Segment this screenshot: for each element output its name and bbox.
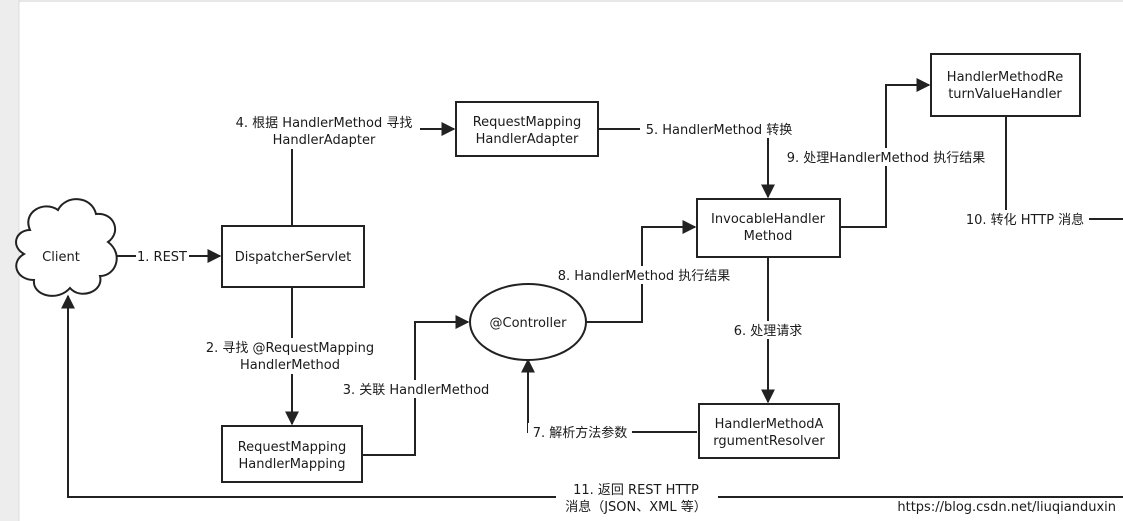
edge-7-resolve-args	[521, 358, 697, 433]
svg-text:11. 返回 REST HTTP: 11. 返回 REST HTTP	[573, 483, 699, 498]
node-dispatcher-servlet: DispatcherServlet	[221, 225, 365, 288]
edge-7-label: 7. 解析方法参数	[528, 423, 632, 441]
edge-11-return-rest	[61, 294, 1123, 498]
edge-5-convert	[598, 128, 775, 199]
svg-text:RequestMapping: RequestMapping	[238, 440, 347, 455]
left-gutter	[0, 0, 19, 521]
edge-4-label: 4. 根据 HandlerMethod 寻找 HandlerAdapter	[228, 113, 420, 149]
svg-text:turnValueHandler: turnValueHandler	[948, 87, 1062, 102]
node-controller: @Controller	[469, 283, 587, 361]
svg-text:HandlerMethodRe: HandlerMethodRe	[947, 70, 1063, 85]
svg-text:消息（JSON、XML 等）: 消息（JSON、XML 等）	[565, 499, 707, 515]
edge-6-label: 6. 处理请求	[730, 321, 806, 339]
watermark: https://blog.csdn.net/liuqianduxin	[897, 500, 1116, 515]
svg-text:2. 寻找 @RequestMapping: 2. 寻找 @RequestMapping	[206, 341, 374, 356]
node-handler-mapping: RequestMapping HandlerMapping	[221, 425, 363, 483]
svg-text:@Controller: @Controller	[490, 316, 568, 331]
svg-text:6. 处理请求: 6. 处理请求	[734, 324, 803, 339]
svg-text:RequestMapping: RequestMapping	[473, 115, 582, 130]
svg-text:1. REST: 1. REST	[137, 250, 187, 265]
svg-text:HandlerAdapter: HandlerAdapter	[476, 132, 579, 147]
cloud-shape	[15, 198, 118, 297]
svg-text:5. HandlerMethod 转换: 5. HandlerMethod 转换	[646, 123, 793, 138]
node-return-value-handler: HandlerMethodRe turnValueHandler	[930, 53, 1081, 117]
edge-2-label: 2. 寻找 @RequestMapping HandlerMethod	[200, 338, 382, 374]
svg-text:8. HandlerMethod 执行结果: 8. HandlerMethod 执行结果	[558, 269, 731, 284]
svg-text:HandlerMapping: HandlerMapping	[239, 457, 346, 472]
svg-text:9. 处理HandlerMethod 执行结果: 9. 处理HandlerMethod 执行结果	[787, 151, 986, 166]
edge-1-label: 1. REST	[136, 247, 189, 265]
edge-9-label: 9. 处理HandlerMethod 执行结果	[780, 148, 992, 166]
svg-text:3. 关联 HandlerMethod: 3. 关联 HandlerMethod	[343, 383, 490, 398]
svg-text:4. 根据 HandlerMethod 寻找: 4. 根据 HandlerMethod 寻找	[236, 116, 413, 131]
edge-10-label: 10. 转化 HTTP 消息	[961, 210, 1089, 228]
svg-text:HandlerMethodA: HandlerMethodA	[715, 417, 824, 432]
edge-11-label: 11. 返回 REST HTTP 消息（JSON、XML 等）	[556, 481, 718, 517]
svg-text:HandlerAdapter: HandlerAdapter	[273, 133, 376, 148]
edge-8-label: 8. HandlerMethod 执行结果	[551, 266, 737, 284]
edge-10-convert-http	[1005, 116, 1123, 220]
node-client: Client	[15, 198, 118, 297]
svg-text:7. 解析方法参数: 7. 解析方法参数	[533, 425, 628, 441]
node-client-label: Client	[42, 250, 80, 265]
node-argument-resolver: HandlerMethodA rgumentResolver	[698, 403, 840, 459]
svg-text:rgumentResolver: rgumentResolver	[713, 434, 825, 449]
node-dispatcher-label: DispatcherServlet	[235, 250, 351, 265]
svg-text:HandlerMethod: HandlerMethod	[240, 358, 340, 373]
edge-5-label: 5. HandlerMethod 转换	[640, 120, 798, 138]
svg-text:InvocableHandler: InvocableHandler	[711, 212, 826, 227]
edge-3-label: 3. 关联 HandlerMethod	[338, 380, 494, 398]
svg-text:10. 转化 HTTP 消息: 10. 转化 HTTP 消息	[966, 212, 1084, 228]
node-handler-adapter: RequestMapping HandlerAdapter	[455, 101, 599, 157]
node-invocable-handler-method: InvocableHandler Method	[696, 198, 841, 258]
svg-text:Method: Method	[744, 229, 793, 244]
